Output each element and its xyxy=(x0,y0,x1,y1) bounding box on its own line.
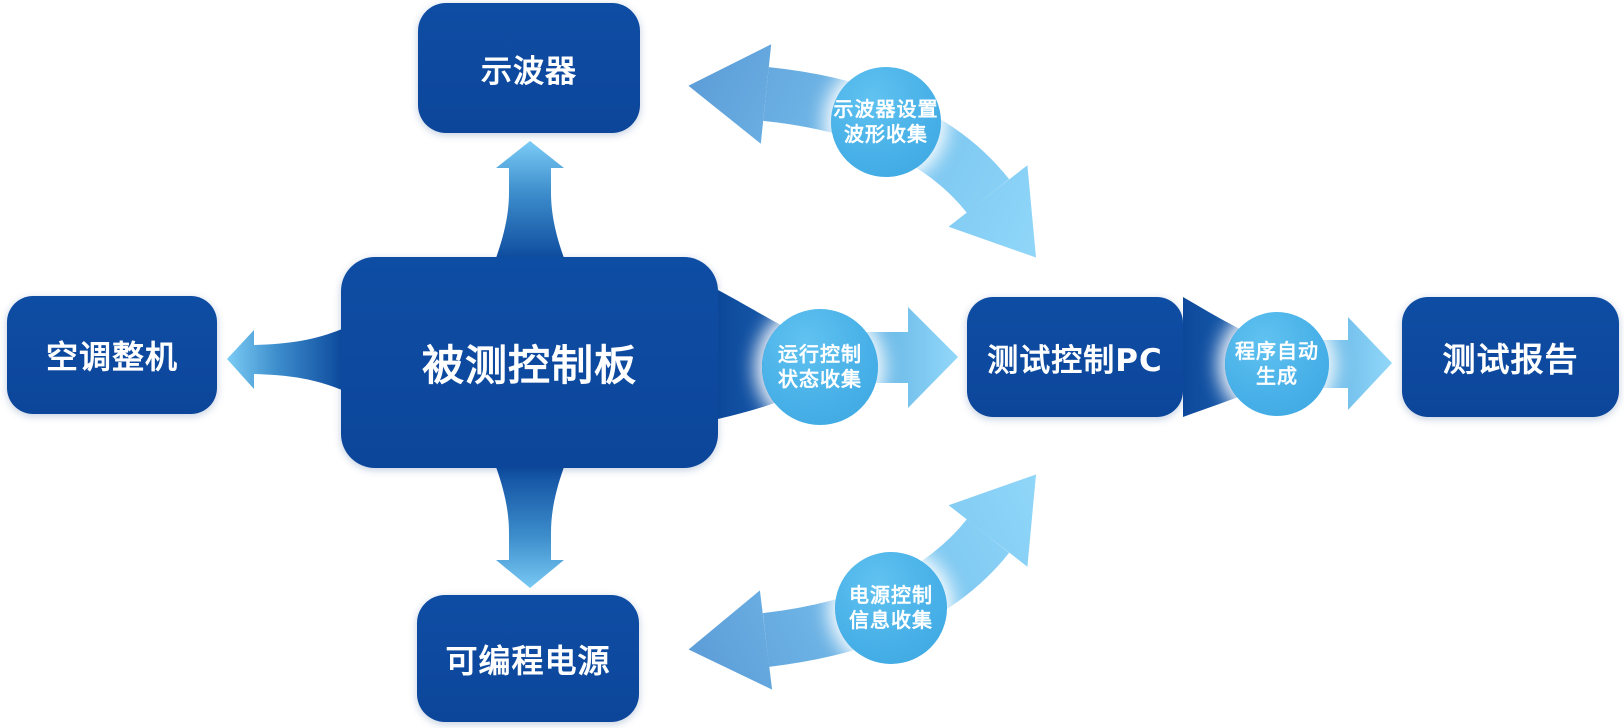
arrow-board-to-power xyxy=(496,467,564,588)
badge-run-control: 运行控制 状态收集 xyxy=(762,309,878,425)
node-board-under-test: 被测控制板 xyxy=(341,257,718,468)
curve-power-pc-head-left xyxy=(688,590,773,690)
badge-auto-report-line2: 生成 xyxy=(1256,364,1298,388)
badge-auto-report-line1: 程序自动 xyxy=(1235,339,1319,363)
curve-oscilloscope-pc-head-left xyxy=(688,44,772,144)
badge-run-control-line2: 状态收集 xyxy=(778,367,862,391)
badge-power-control-line2: 信息收集 xyxy=(849,608,933,632)
badge-power-control-line1: 电源控制 xyxy=(849,583,933,607)
curve-oscilloscope-pc-head-right xyxy=(948,165,1036,258)
node-test-control-pc: 测试控制PC xyxy=(967,297,1183,417)
badge-scope-setup-line1: 示波器设置 xyxy=(833,97,939,121)
curve-power-pc-head-right xyxy=(948,474,1036,567)
node-air-conditioner: 空调整机 xyxy=(7,296,217,414)
node-test-report: 测试报告 xyxy=(1402,297,1619,417)
node-oscilloscope: 示波器 xyxy=(418,3,640,133)
arrow-board-to-oscilloscope xyxy=(496,141,564,258)
badge-run-control-line1: 运行控制 xyxy=(778,342,862,366)
arrow-board-to-air-conditioner xyxy=(227,329,342,390)
badge-auto-report: 程序自动 生成 xyxy=(1225,312,1329,416)
node-programmable-power: 可编程电源 xyxy=(417,595,639,722)
node-test-control-pc-label: 测试控制PC xyxy=(987,342,1163,379)
node-programmable-power-label: 可编程电源 xyxy=(445,641,611,680)
badge-power-control: 电源控制 信息收集 xyxy=(835,552,947,664)
node-test-report-label: 测试报告 xyxy=(1442,340,1579,379)
node-oscilloscope-label: 示波器 xyxy=(481,53,577,90)
badge-scope-setup-line2: 波形收集 xyxy=(844,122,928,146)
node-board-under-test-label: 被测控制板 xyxy=(421,341,637,390)
badge-scope-setup: 示波器设置 波形收集 xyxy=(831,67,941,177)
node-air-conditioner-label: 空调整机 xyxy=(45,338,178,376)
